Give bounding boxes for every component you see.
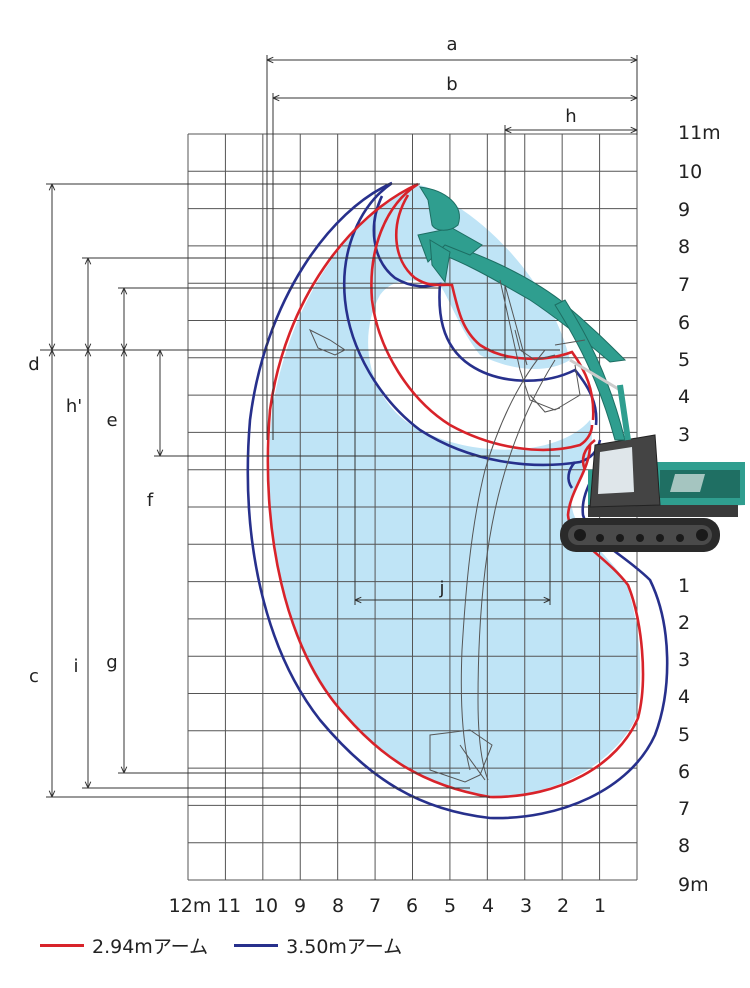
dimension-lines — [40, 55, 637, 797]
y-axis-lower-tick-label: 5 — [678, 724, 690, 746]
dim-e-label: e — [106, 410, 117, 431]
y-axis-lower-tick-label: 3 — [678, 649, 690, 671]
x-axis-tick-label: 8 — [332, 895, 344, 917]
long-arm-envelope — [246, 181, 669, 820]
y-axis-upper-labels: 11m 10 9 8 7 6 5 4 3 — [678, 122, 721, 446]
x-axis-tick-label: 4 — [482, 895, 494, 917]
x-axis-tick-label: 9 — [294, 895, 306, 917]
long-arm-crowd-curve — [372, 195, 598, 426]
y-axis-lower-tick-label: 2 — [678, 612, 690, 634]
legend-item-long-arm: 3.50mアーム — [234, 932, 402, 959]
short-arm-inner-envelope — [370, 182, 594, 452]
x-axis-tick-label: 1 — [594, 895, 606, 917]
legend-label-short-arm: 2.94mアーム — [92, 936, 209, 958]
y-axis-lower-tick-label: 7 — [678, 798, 690, 820]
y-axis-lower-labels: 1 2 3 4 5 6 7 8 9m — [678, 575, 709, 896]
short-arm-envelope — [266, 182, 645, 799]
x-axis-tick-label: 3 — [520, 895, 532, 917]
x-axis-tick-label: 2 — [557, 895, 569, 917]
dim-h-label: h — [565, 106, 576, 127]
legend-label-long-arm: 3.50mアーム — [286, 936, 403, 958]
dim-c-label: c — [29, 666, 39, 687]
dim-f-label: f — [147, 490, 154, 511]
dim-j-label: j — [438, 578, 444, 599]
dim-g-label: g — [106, 652, 117, 673]
x-axis-tick-label: 10 — [254, 895, 278, 917]
short-arm-crowd-curve — [395, 194, 595, 421]
dim-a-label: a — [446, 34, 457, 55]
y-axis-upper-tick-label: 3 — [678, 424, 690, 446]
x-axis-tick-label: 6 — [406, 895, 418, 917]
y-axis-lower-tick-label: 6 — [678, 761, 690, 783]
y-axis-upper-tick-label: 11m — [678, 122, 721, 144]
dim-d-label: d — [28, 354, 39, 375]
dim-b-label: b — [446, 74, 457, 95]
y-axis-upper-tick-label: 6 — [678, 312, 690, 334]
dim-i-label: i — [73, 656, 78, 677]
x-axis-tick-label: 12m — [169, 895, 212, 917]
y-axis-upper-tick-label: 10 — [678, 161, 702, 183]
long-arm-inner-envelope — [342, 181, 602, 467]
y-axis-lower-tick-label: 9m — [678, 874, 709, 896]
y-axis-lower-tick-label: 8 — [678, 835, 690, 857]
legend-swatch-long-arm — [234, 944, 279, 947]
x-axis-tick-label: 11 — [217, 895, 241, 917]
y-axis-upper-tick-label: 8 — [678, 236, 690, 258]
long-arm-lower-loop — [567, 461, 577, 489]
y-axis-upper-tick-label: 7 — [678, 274, 690, 296]
work-area-fill — [269, 185, 641, 797]
x-axis-tick-label: 5 — [444, 895, 456, 917]
excavator-illustration — [308, 186, 745, 783]
legend-item-short-arm: 2.94mアーム — [40, 932, 208, 959]
y-axis-upper-tick-label: 4 — [678, 386, 690, 408]
y-axis-upper-tick-label: 5 — [678, 349, 690, 371]
bucket — [419, 186, 460, 231]
short-arm-lower-loop — [581, 438, 596, 471]
x-axis-tick-label: 7 — [369, 895, 381, 917]
legend-swatch-short-arm — [40, 944, 84, 947]
y-axis-lower-tick-label: 4 — [678, 686, 690, 708]
legend: 2.94mアーム 3.50mアーム — [40, 932, 428, 959]
y-axis-lower-tick-label: 1 — [678, 575, 690, 597]
y-axis-upper-tick-label: 9 — [678, 199, 690, 221]
dim-h-prime-label: h' — [66, 396, 82, 417]
